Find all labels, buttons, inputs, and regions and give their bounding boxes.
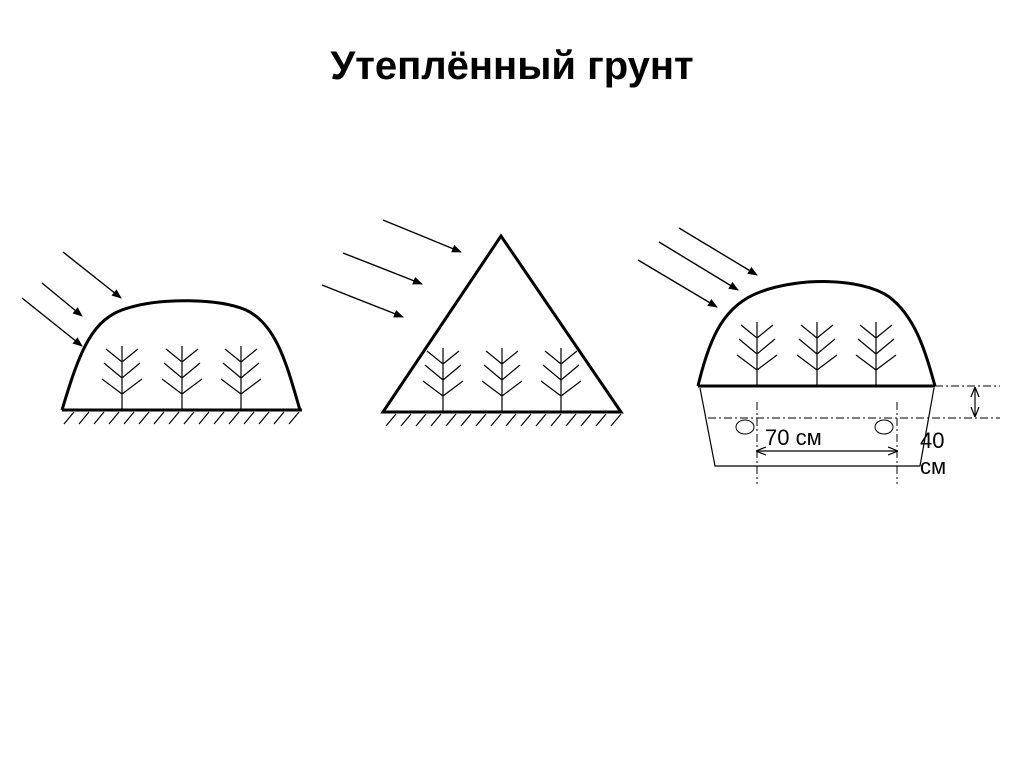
center-lines — [708, 385, 1000, 484]
plant — [422, 348, 464, 412]
heating-pipe — [735, 419, 755, 435]
sun-rays — [21, 251, 122, 347]
arched-cover — [60, 299, 302, 411]
ground-hatching — [385, 413, 622, 427]
depth-dimension-label: 40 см — [920, 428, 947, 480]
triangular-shelter — [321, 219, 624, 427]
plant — [161, 346, 203, 410]
arched-cover — [696, 280, 937, 387]
plant — [796, 322, 838, 386]
trench-outline — [699, 387, 935, 467]
raised-bed-shelter — [637, 227, 1000, 484]
slide-title: Утеплённый грунт — [330, 44, 694, 88]
heating-pipe — [874, 419, 894, 435]
plant — [736, 322, 778, 386]
sun-rays — [637, 227, 758, 308]
plant — [540, 348, 582, 412]
plant — [220, 346, 262, 410]
plant — [481, 348, 523, 412]
width-dimension-label: 70 см — [765, 425, 822, 450]
plant — [101, 346, 143, 410]
plant — [855, 322, 897, 386]
arched-shelter — [21, 251, 302, 425]
ground-hatching — [63, 411, 300, 425]
sun-rays — [321, 219, 462, 318]
